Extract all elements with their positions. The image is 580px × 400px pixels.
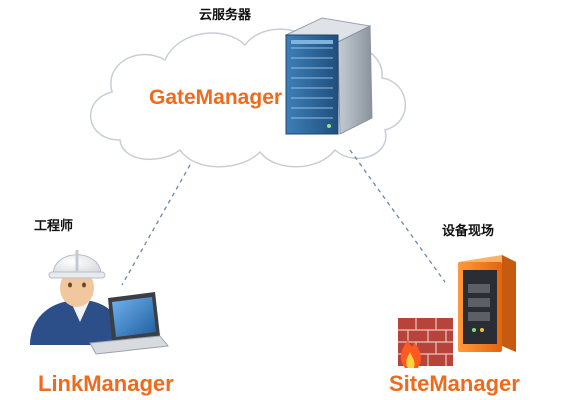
- server-rack-icon: [284, 17, 373, 135]
- linkmanager-label: LinkManager: [38, 371, 174, 396]
- site-router-device-icon: [458, 255, 516, 352]
- link-line-site: [349, 149, 446, 283]
- cloud-server-label: 云服务器: [199, 8, 252, 23]
- firewall-icon: [398, 318, 453, 368]
- laptop-icon: [89, 292, 169, 355]
- engineer-label: 工程师: [34, 219, 74, 234]
- sitemanager-label: SiteManager: [389, 371, 520, 396]
- link-line-engineer: [121, 164, 191, 286]
- gatemanager-label: GateManager: [149, 86, 283, 109]
- engineer-with-laptop-icon: [30, 250, 124, 345]
- site-label: 设备现场: [442, 224, 495, 239]
